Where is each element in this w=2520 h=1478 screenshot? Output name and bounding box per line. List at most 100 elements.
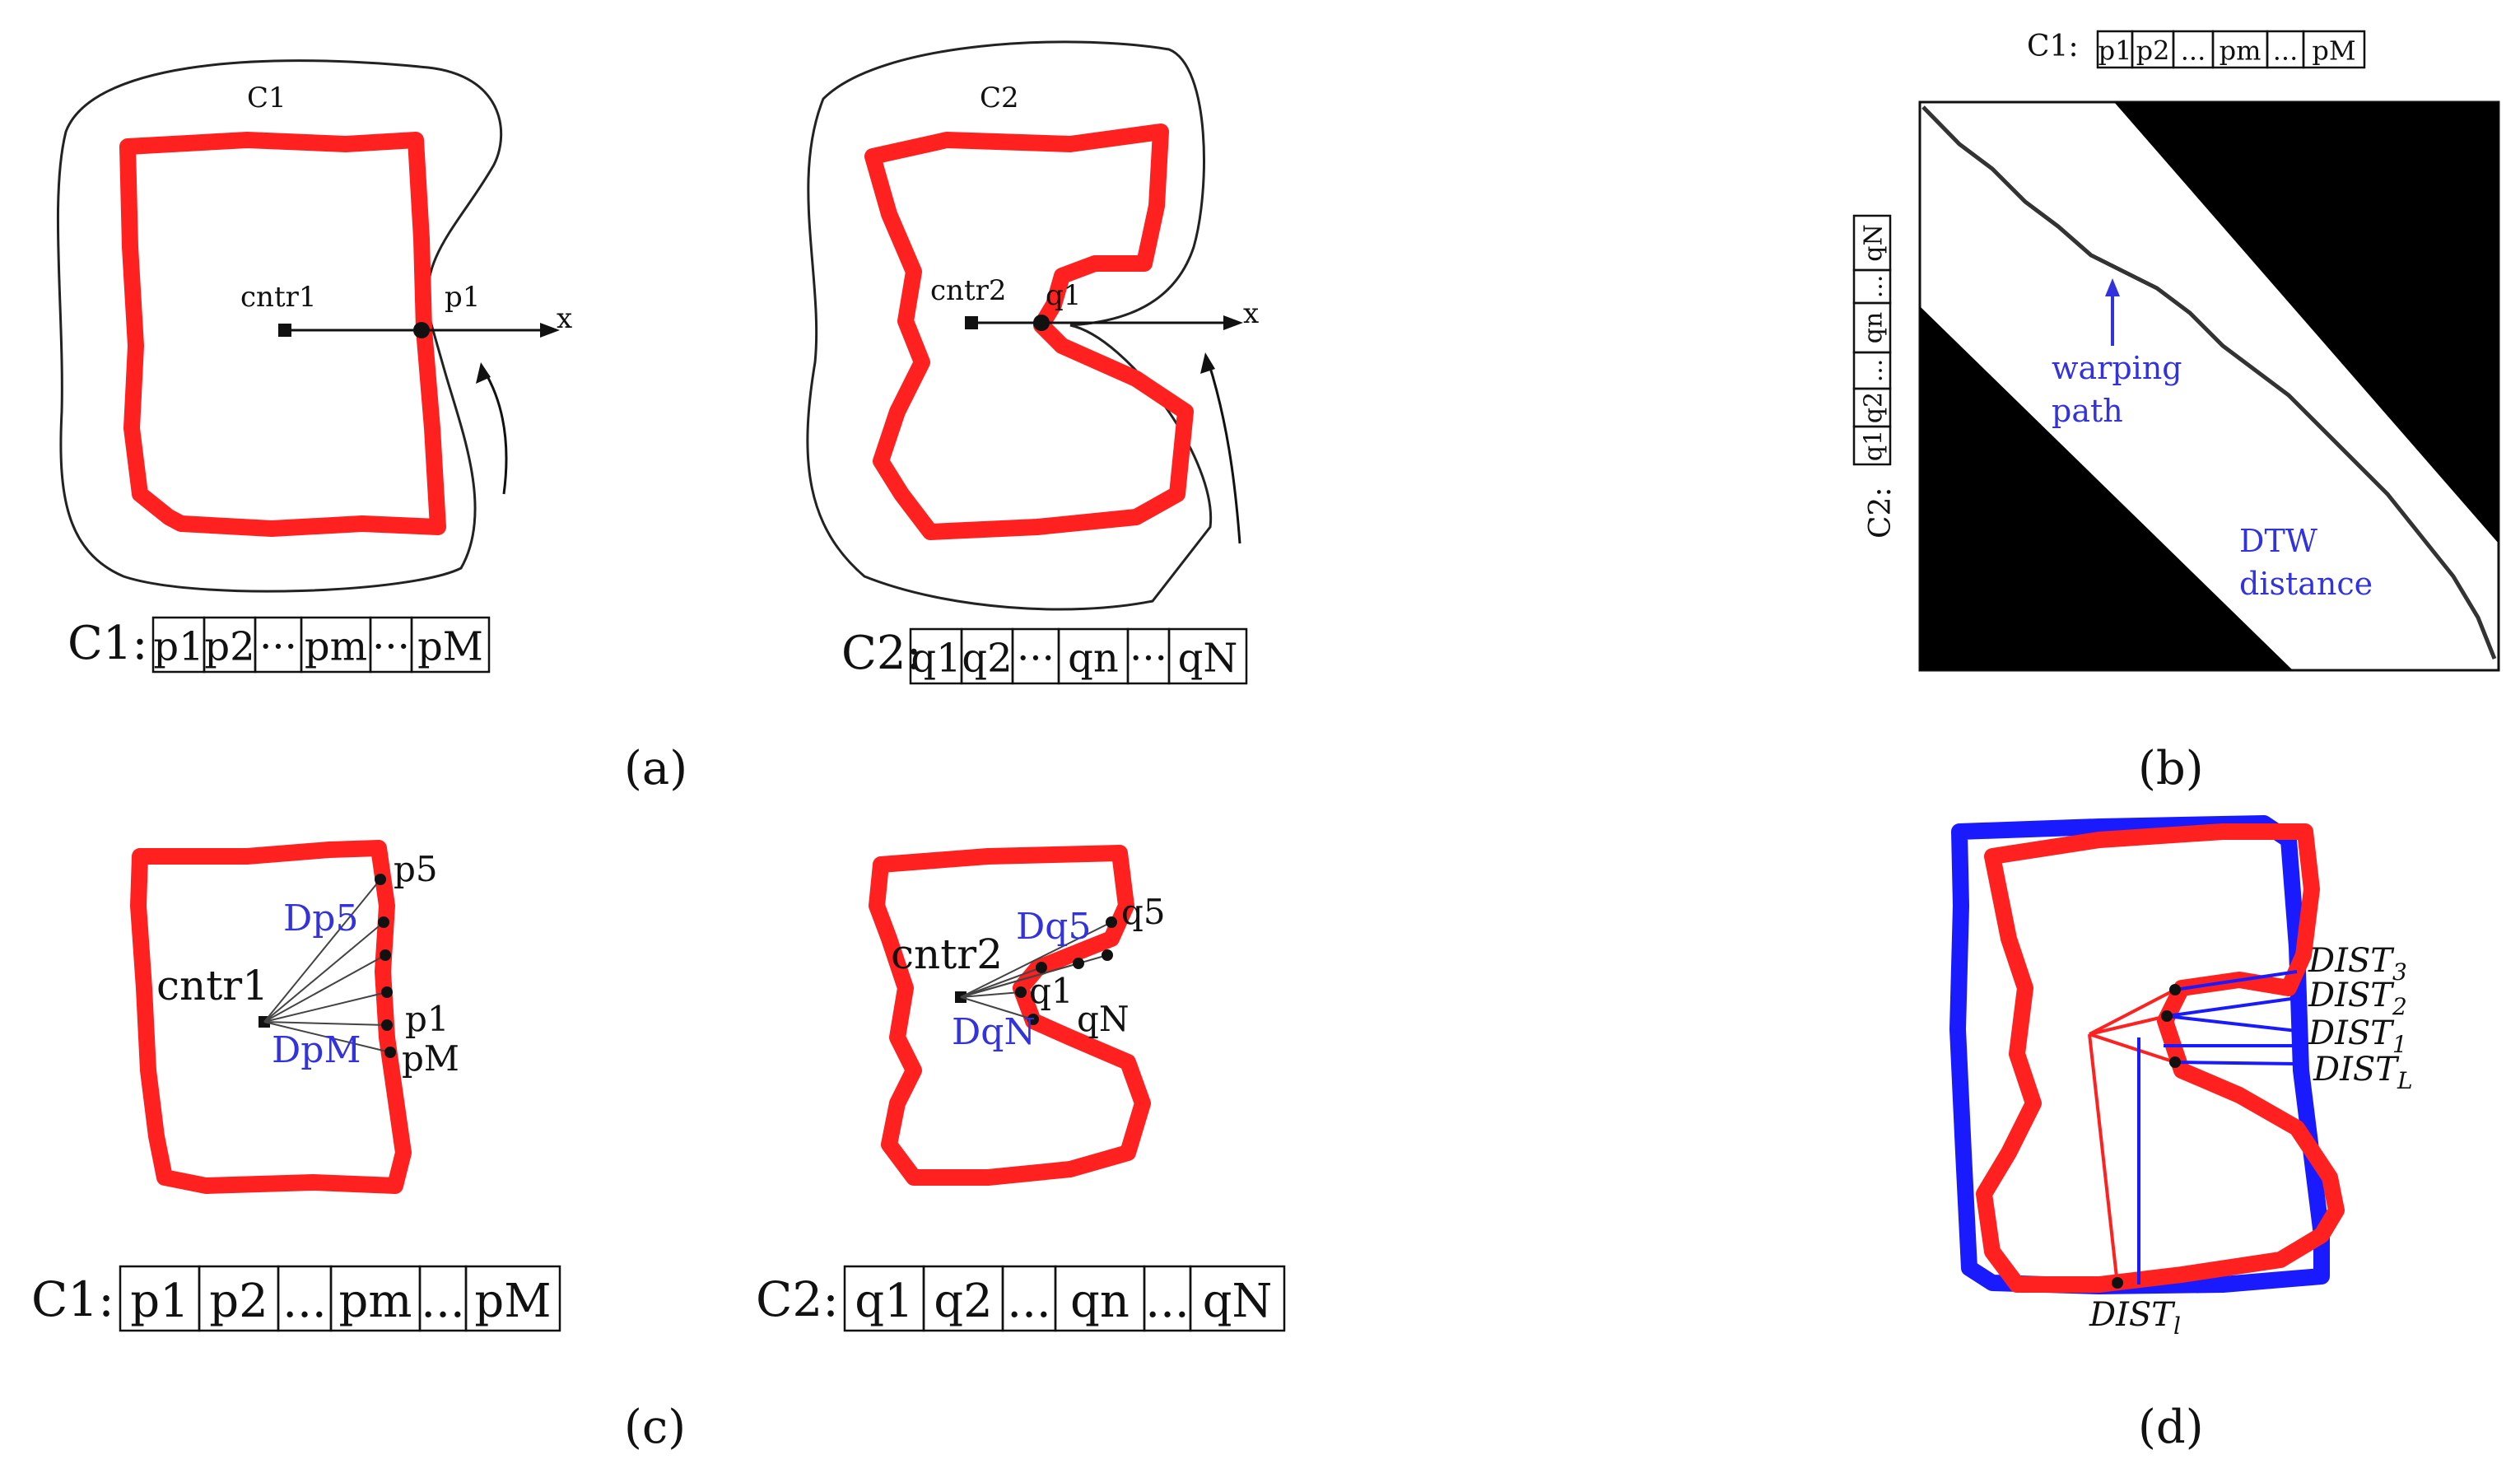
side-seq: q1 q2... qn... qN <box>1852 214 1892 466</box>
top-seq-name: C1: <box>2027 30 2079 63</box>
sequence-cell-label: pM <box>417 623 483 669</box>
qN-label: qN <box>1077 999 1130 1039</box>
sequence-cell-label: p1 <box>130 1275 189 1328</box>
direction2-arrow <box>1207 361 1241 544</box>
sequence-cell-label: q2 <box>934 1275 992 1328</box>
sequence-cell-label: qn <box>1070 1275 1130 1328</box>
dist2-label: DIST2 <box>2308 977 2407 1020</box>
seq2-name: C2: <box>841 627 921 680</box>
dqN-label: DqN <box>952 1011 1036 1053</box>
seq1-name: C1: <box>68 617 147 670</box>
rays1-points <box>375 874 396 1058</box>
start1-marker <box>413 322 430 338</box>
warping-label-2: path <box>2052 393 2123 429</box>
sequence-cell-label: ... <box>1007 1275 1050 1328</box>
dtw-label-2: distance <box>2239 566 2373 602</box>
center1-c-label: cntr1 <box>156 962 268 1009</box>
p5-label: p5 <box>394 849 438 889</box>
c2-label: C2 <box>980 82 1019 114</box>
sequence-cell-label: ··· <box>1130 635 1167 681</box>
sequence-cell <box>410 616 491 674</box>
sequence-cell <box>1852 214 1892 272</box>
sequence-cell <box>464 1265 561 1332</box>
sequence-cell-label: ··· <box>259 623 297 669</box>
sequence-cell <box>1167 627 1248 685</box>
direction1-arrow-head-icon <box>476 362 491 384</box>
c1-label: C1 <box>247 82 286 114</box>
q1-label: q1 <box>1029 971 1074 1011</box>
sequence-cell-label: ... <box>1145 1275 1189 1328</box>
sequence-cell-label: qn <box>1068 635 1119 681</box>
sequence-cell-label: pM <box>2312 35 2355 66</box>
start2-label: q1 <box>1046 279 1081 312</box>
dtw-label-1: DTW <box>2239 523 2317 559</box>
q5-label: q5 <box>1121 892 1166 932</box>
sequence-cell <box>2302 30 2366 69</box>
caption-d: (d) <box>2138 1401 2204 1454</box>
sequence-cell <box>1189 1265 1286 1332</box>
sequence-cell-label: qN <box>1860 224 1889 261</box>
sequence-cell-label: q1 <box>1860 430 1889 461</box>
sequence-cell-label: q2 <box>962 635 1012 681</box>
sequence-cell-label: pm <box>305 623 367 669</box>
dp5-label: Dp5 <box>283 898 358 939</box>
direction2-arrow-head-icon <box>1200 352 1215 374</box>
dpM-label: DpM <box>272 1029 361 1071</box>
sequence-cell-label: qN <box>1203 1275 1273 1328</box>
lower-band-mask <box>1920 306 2293 670</box>
sequence-cell-label: pm <box>339 1275 412 1328</box>
direction1-arrow <box>482 370 508 495</box>
d-points <box>2112 984 2181 1289</box>
sequence-cell-label: q2 <box>1860 392 1889 423</box>
sequence-cell-label: ··· <box>372 623 410 669</box>
axis1-arrow-icon <box>540 323 560 338</box>
sequence-cell-label: ... <box>1860 359 1889 383</box>
dist1-label: DIST1 <box>2308 1014 2407 1058</box>
axis2-label: x <box>1243 297 1259 330</box>
distL-label: DISTL <box>2313 1051 2413 1094</box>
axis2-arrow-icon <box>1223 315 1243 330</box>
c1-outline <box>56 59 503 593</box>
warping-arrow-head-icon <box>2105 278 2120 296</box>
sequence-cell-label: qN <box>1178 635 1238 681</box>
center2-c-label: cntr2 <box>891 930 1003 978</box>
sequence-cell-label: ... <box>421 1275 464 1328</box>
pM-label: pM <box>402 1038 459 1079</box>
warping-path-line <box>1921 105 2497 660</box>
dtw-matrix <box>1918 100 2500 672</box>
rays1 <box>263 879 391 1053</box>
sequence-cell-label: ... <box>2181 35 2206 66</box>
sequence-cell-label: q1 <box>855 1275 913 1328</box>
sequence-cell-label: p2 <box>209 1275 268 1328</box>
dq5-label: Dq5 <box>1016 906 1091 948</box>
c1-contour-c <box>130 840 412 1194</box>
caption-c: (c) <box>624 1401 686 1454</box>
p1-label: p1 <box>405 999 450 1039</box>
sequence-cell-label: pM <box>474 1275 551 1328</box>
panel-d: DIST3 DIST2 DIST1 DISTL DISTl (d) <box>1949 815 2413 1454</box>
sequence-cell-label: qn <box>1860 312 1889 344</box>
sequence-cell-label: q1 <box>911 635 961 681</box>
red-rays <box>2088 988 2176 1285</box>
upper-band-mask <box>2114 102 2499 543</box>
sequence-cell-label: ... <box>1860 275 1889 299</box>
c1-contour <box>119 132 446 537</box>
red-contour-d <box>1976 823 2345 1293</box>
start2-marker <box>1033 315 1050 331</box>
distl-label: DISTl <box>2089 1296 2181 1340</box>
c2-contour-c <box>869 845 1151 1186</box>
caption-b: (b) <box>2138 742 2204 795</box>
center1-label: cntr1 <box>240 281 317 314</box>
seq1-c-name: C1: <box>31 1271 114 1327</box>
seq2-c-name: C2: <box>756 1271 839 1327</box>
start1-label: p1 <box>445 281 480 314</box>
dist3-label: DIST3 <box>2308 942 2407 986</box>
seq2-c-cells: q1 q2... qn... qN <box>843 1265 1286 1332</box>
